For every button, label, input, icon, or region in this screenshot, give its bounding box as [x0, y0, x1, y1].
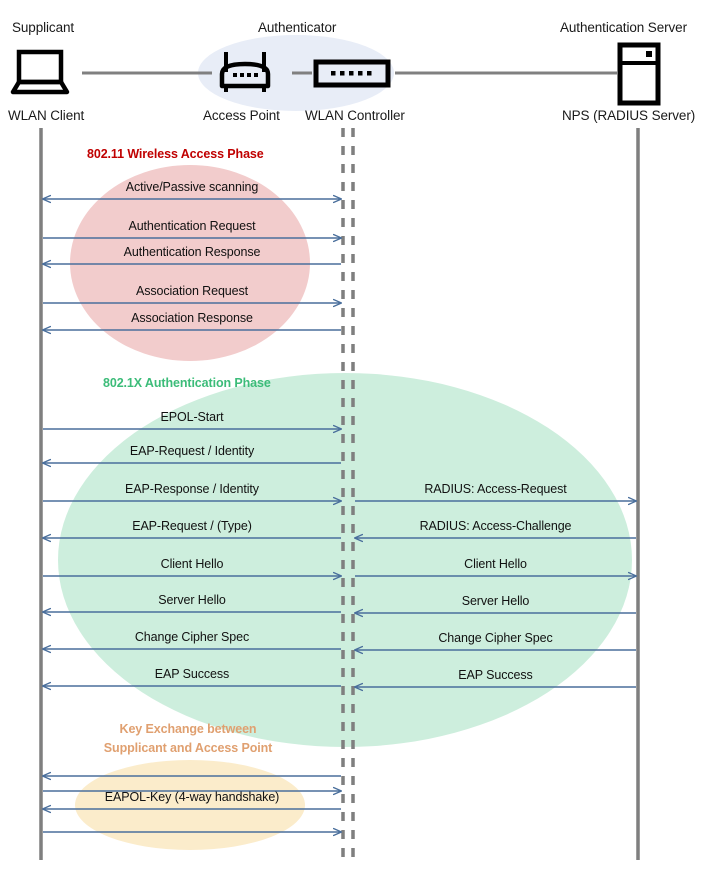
msg-eap-success-left-label: EAP Success — [154, 667, 230, 681]
phase-label-key-exchange-line1: Key Exchange between — [119, 722, 257, 736]
role-header-authenticator: Authenticator — [258, 20, 337, 35]
phase-label-80211: 802.11 Wireless Access Phase — [87, 147, 264, 161]
phase-8021x-ellipse — [58, 373, 632, 747]
msg-eap-request-type-label: EAP-Request / (Type) — [132, 519, 252, 533]
msg-authentication-response-label: Authentication Response — [123, 245, 261, 259]
msg-association-request-label: Association Request — [135, 284, 249, 298]
msg-active-passive-scanning-label: Active/Passive scanning — [125, 180, 259, 194]
wireless-router-icon — [219, 52, 271, 92]
role-header-supplicant: Supplicant — [12, 20, 75, 35]
msg-server-hello-left-label: Server Hello — [158, 593, 226, 607]
msg-change-cipher-spec-right-label: Change Cipher Spec — [438, 631, 553, 645]
phase-key-exchange-ellipse — [75, 760, 305, 850]
node-label-nps-radius-server: NPS (RADIUS Server) — [562, 108, 696, 123]
msg-eap-response-identity-label: EAP-Response / Identity — [125, 482, 259, 496]
server-rack-icon — [617, 42, 661, 106]
msg-eap-success-right-label: EAP Success — [458, 668, 533, 682]
msg-radius-access-request-label: RADIUS: Access-Request — [424, 482, 567, 496]
node-label-wlan-controller: WLAN Controller — [305, 108, 405, 123]
msg-server-hello-right-label: Server Hello — [461, 594, 530, 608]
msg-client-hello-left-label: Client Hello — [160, 557, 224, 571]
role-header-authentication-server: Authentication Server — [560, 20, 687, 35]
node-label-access-point: Access Point — [203, 108, 280, 123]
msg-eap-request-identity-label: EAP-Request / Identity — [129, 444, 255, 458]
message-arrow-layer — [43, 199, 636, 832]
controller-box-icon — [313, 59, 391, 88]
msg-association-response-label: Association Response — [131, 311, 253, 325]
msg-authentication-request-label: Authentication Request — [128, 219, 256, 233]
node-label-wlan-client: WLAN Client — [8, 108, 85, 123]
phase-80211-ellipse — [70, 165, 310, 361]
msg-eapol-start-label: EPOL-Start — [160, 410, 224, 424]
phase-label-key-exchange-line2: Supplicant and Access Point — [103, 741, 273, 755]
phase-label-8021x: 802.1X Authentication Phase — [103, 376, 271, 390]
msg-eapol-key-3-label: EAPOL-Key (4-way handshake) — [104, 790, 280, 804]
msg-radius-access-challenge-label: RADIUS: Access-Challenge — [419, 519, 572, 533]
laptop-icon — [10, 49, 70, 95]
msg-client-hello-right-label: Client Hello — [464, 557, 527, 571]
msg-change-cipher-spec-left-label: Change Cipher Spec — [134, 630, 250, 644]
